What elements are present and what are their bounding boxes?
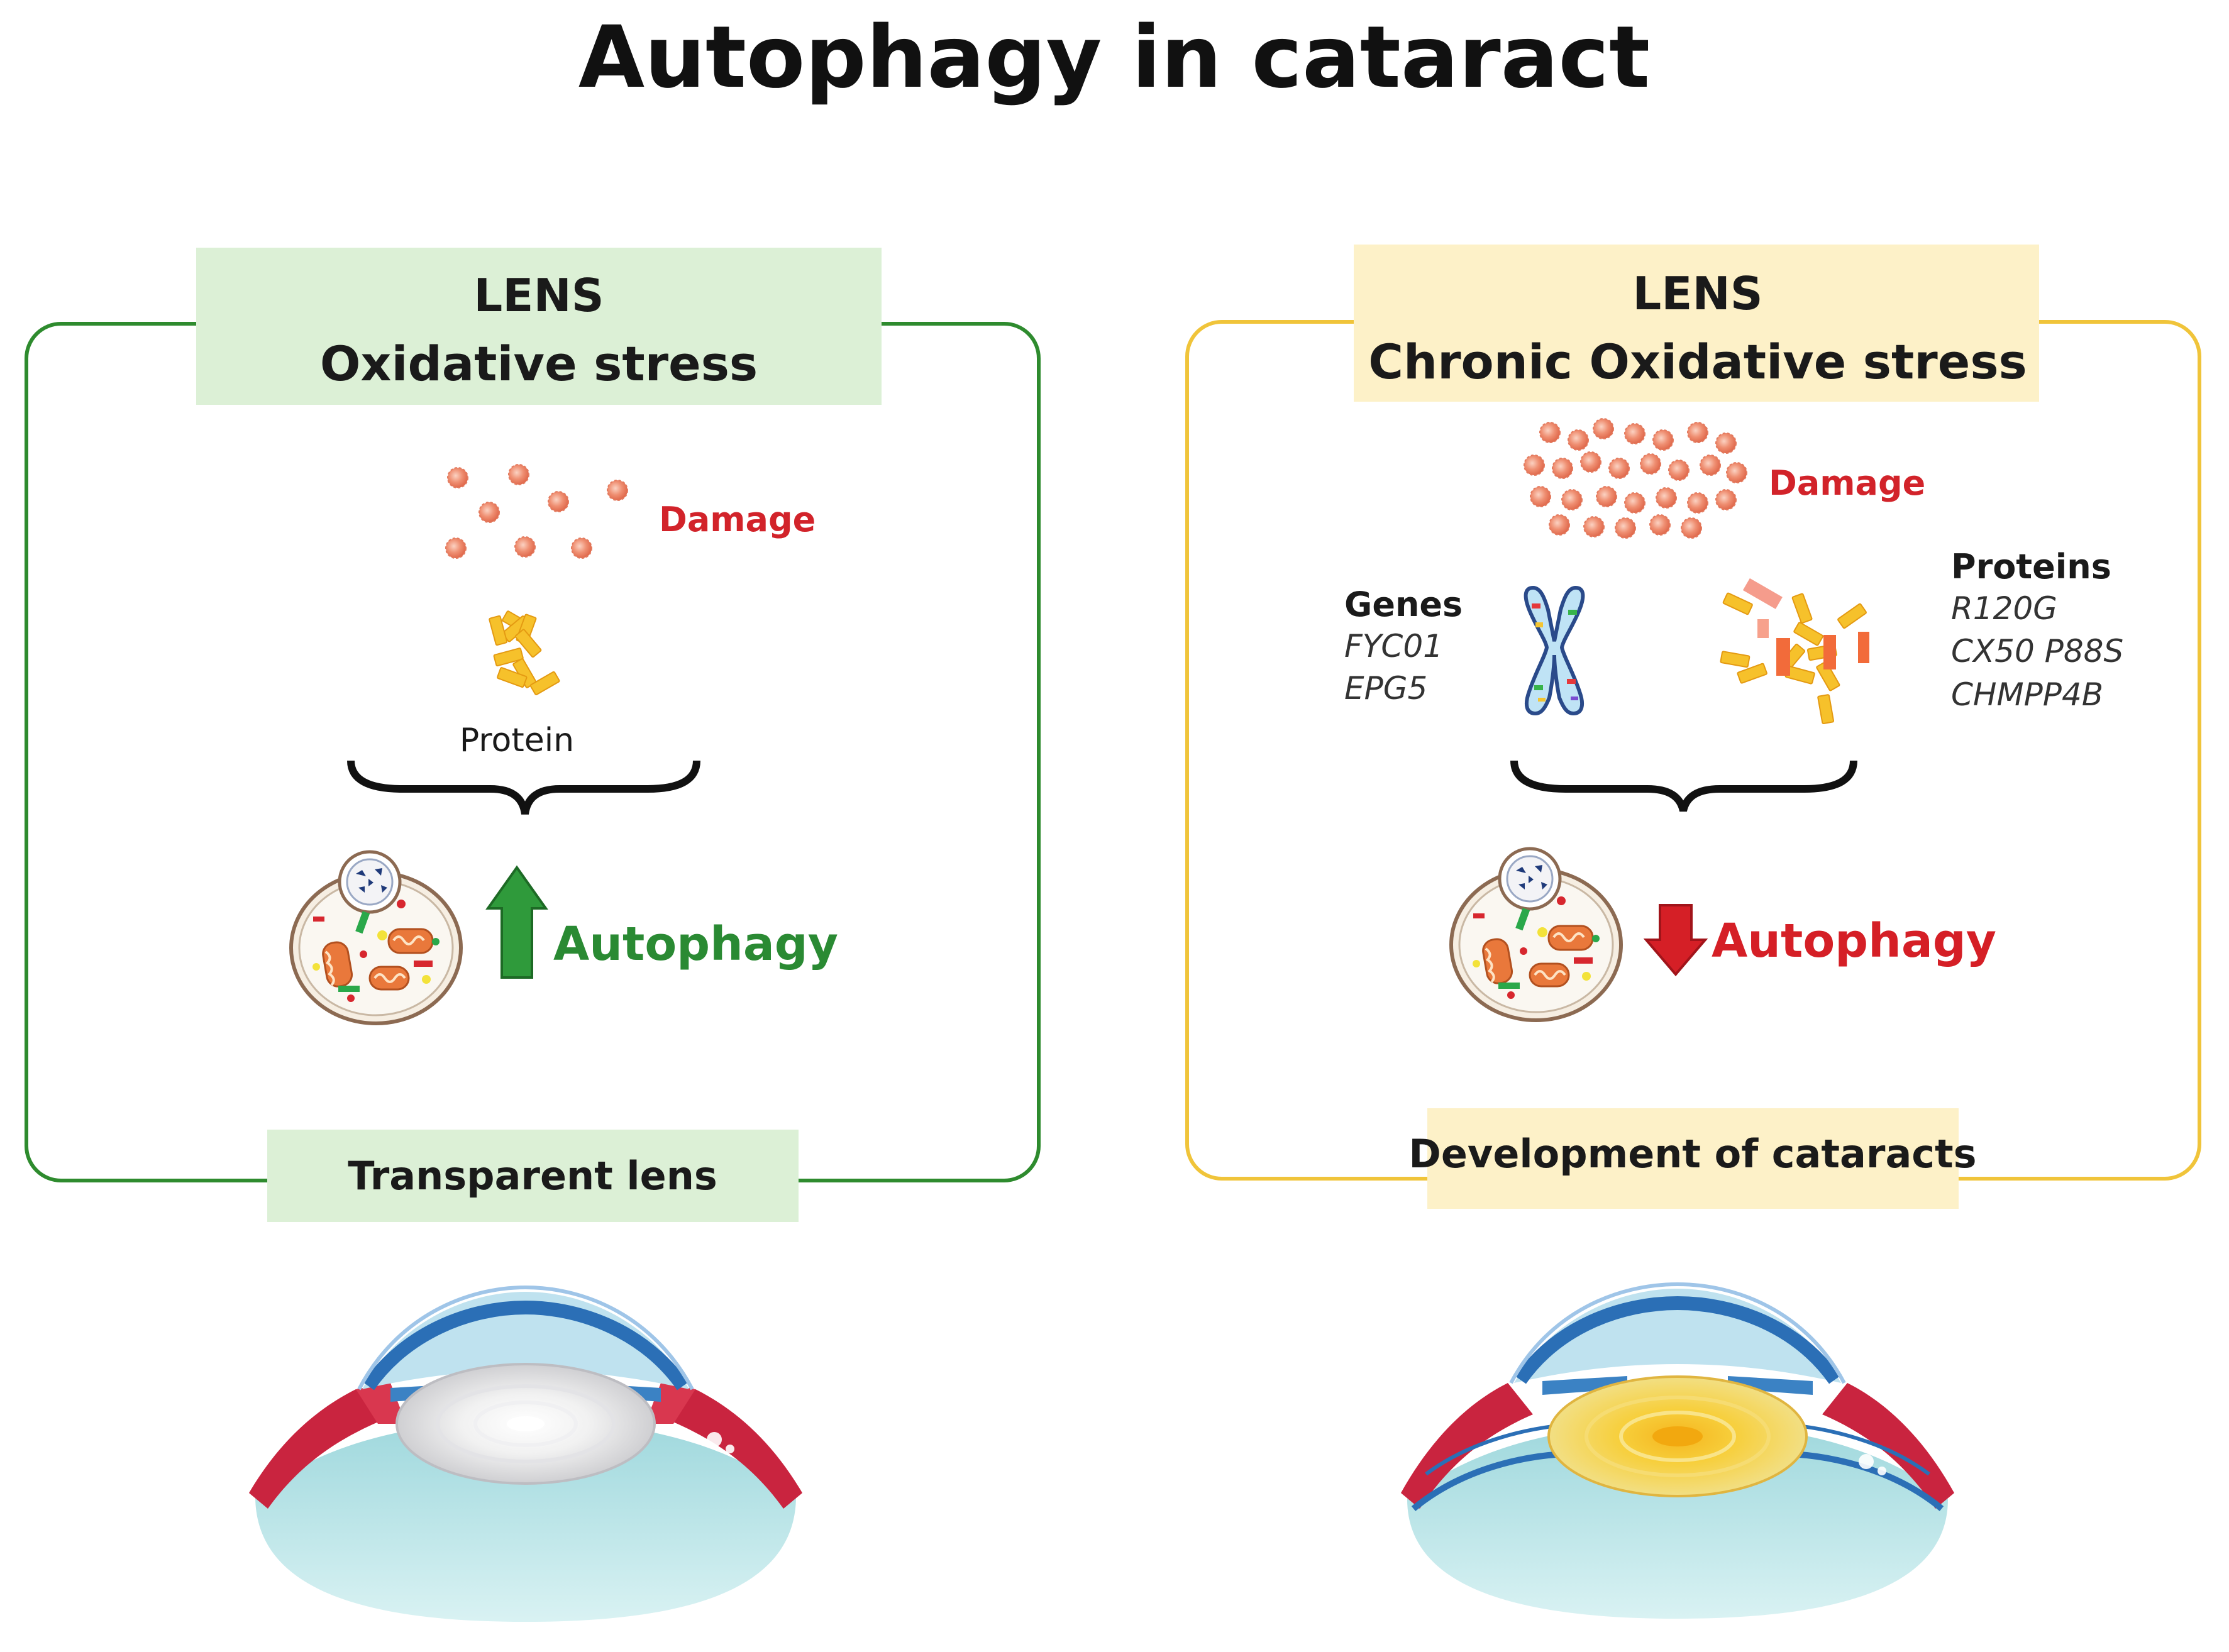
arrow-up-icon bbox=[485, 865, 548, 979]
left-panel: LENS Oxidative stress Damage Protein bbox=[25, 248, 1041, 1222]
protein-aggregate-icon bbox=[488, 610, 561, 696]
ros-particle-icon bbox=[1524, 418, 1747, 539]
eye-cross-section-icon bbox=[249, 1285, 802, 1622]
left-footer-label: Transparent lens bbox=[348, 1153, 717, 1199]
gene-item: EPG5 bbox=[1344, 670, 1427, 707]
right-brace bbox=[1510, 760, 1857, 812]
left-header-box bbox=[196, 248, 882, 405]
right-header-line2: Chronic Oxidative stress bbox=[1368, 334, 2027, 390]
right-footer-label: Development of cataracts bbox=[1408, 1131, 1976, 1177]
page-title: Autophagy in cataract bbox=[578, 8, 1650, 107]
right-panel-border bbox=[1185, 320, 2201, 1181]
right-damage-label: Damage bbox=[1769, 463, 1925, 503]
protein-item: CHMPP4B bbox=[1951, 676, 2103, 713]
protein-item: R120G bbox=[1951, 590, 2057, 627]
left-protein-label: Protein bbox=[460, 722, 574, 759]
right-panel: LENS Chronic Oxidative stress bbox=[1185, 245, 2201, 1209]
eye-cross-section-icon bbox=[1401, 1282, 1954, 1619]
gene-item: FYC01 bbox=[1344, 628, 1443, 664]
cell-autophagosome-icon bbox=[1451, 849, 1621, 1020]
right-footer-box bbox=[1427, 1108, 1959, 1209]
left-footer-box bbox=[267, 1130, 799, 1222]
left-header-line1: LENS bbox=[473, 269, 604, 322]
left-autophagy-label: Autophagy bbox=[553, 917, 838, 971]
left-damage-label: Damage bbox=[659, 500, 816, 539]
cell-autophagosome-icon bbox=[291, 852, 461, 1023]
left-brace bbox=[347, 760, 700, 815]
ros-particle-icon bbox=[445, 464, 628, 559]
protein-item: CX50 P88S bbox=[1951, 633, 2123, 669]
left-header-line2: Oxidative stress bbox=[320, 336, 758, 392]
right-autophagy-label: Autophagy bbox=[1712, 914, 1996, 968]
right-header-line1: LENS bbox=[1632, 267, 1762, 320]
genes-title: Genes bbox=[1344, 585, 1463, 624]
proteins-title: Proteins bbox=[1951, 547, 2111, 586]
right-header-box bbox=[1354, 245, 2039, 402]
protein-aggregate-icon bbox=[1720, 578, 1869, 725]
arrow-down-icon bbox=[1643, 904, 1708, 977]
chromosome-icon bbox=[1524, 585, 1585, 716]
